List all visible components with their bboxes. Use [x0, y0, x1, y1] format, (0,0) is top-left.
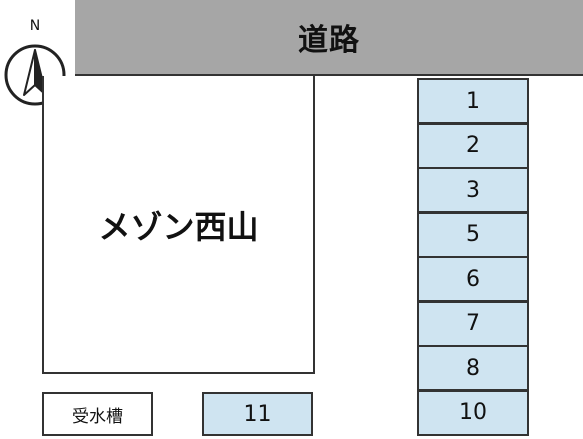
parking-space-number: 6 [466, 266, 480, 292]
parking-space-number: 8 [466, 355, 480, 381]
parking-space-number: 10 [459, 400, 487, 425]
parking-space-11[interactable]: 11 [202, 392, 313, 436]
water-tank-label: 受水槽 [72, 406, 123, 427]
parking-space-number: 11 [243, 401, 272, 427]
building: メゾン西山 [42, 76, 315, 374]
parking-space-number: 7 [466, 311, 480, 336]
parking-space[interactable]: 8 [417, 345, 529, 391]
parking-space[interactable]: 7 [417, 300, 529, 347]
road: 道路 [75, 0, 583, 76]
road-label: 道路 [298, 23, 360, 58]
parking-space-number: 2 [466, 133, 480, 158]
building-label: メゾン西山 [98, 208, 259, 246]
parking-space[interactable]: 3 [417, 167, 529, 213]
parking-space[interactable]: 5 [417, 211, 529, 258]
parking-space-number: 1 [466, 88, 480, 114]
parking-space[interactable]: 1 [417, 78, 529, 124]
parking-space[interactable]: 10 [417, 389, 529, 436]
parking-space-number: 5 [466, 222, 480, 247]
parking-space[interactable]: 2 [417, 122, 529, 169]
compass-north-label: N [29, 18, 41, 34]
parking-space[interactable]: 6 [417, 256, 529, 302]
parking-space-number: 3 [466, 177, 480, 203]
water-tank: 受水槽 [42, 392, 153, 436]
